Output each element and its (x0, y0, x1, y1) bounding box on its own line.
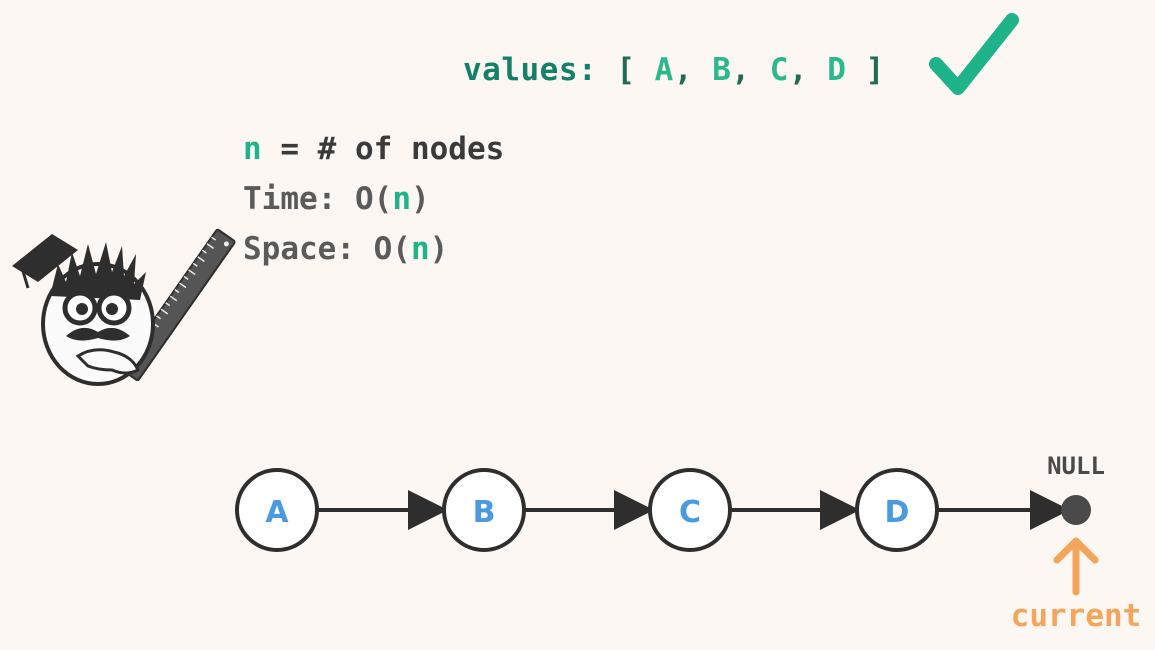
null-dot (1061, 495, 1091, 525)
values-item-b: B (712, 52, 732, 88)
node-a-label: A (265, 495, 289, 530)
time-prefix: Time: O( (243, 181, 393, 217)
current-pointer-label: current (1011, 598, 1142, 634)
values-label: values: (463, 52, 598, 88)
values-item-d: D (827, 52, 847, 88)
space-complexity-line: Space: O(n) (243, 224, 504, 274)
null-label: NULL (1047, 452, 1105, 480)
node-b-label: B (473, 495, 496, 530)
values-array-line: values: [ A, B, C, D ] (463, 52, 885, 88)
node-c: C (648, 468, 732, 552)
close-bracket: ] (865, 52, 885, 88)
time-suffix: ) (410, 181, 430, 217)
space-var: n (410, 231, 430, 267)
time-var: n (392, 181, 411, 217)
time-complexity-line: Time: O(n) (243, 174, 504, 224)
node-c-label: C (679, 495, 701, 530)
n-symbol: n (243, 131, 262, 167)
node-d: D (855, 468, 939, 552)
open-bracket: [ (616, 52, 636, 88)
n-definition: = # of nodes (261, 131, 505, 167)
checkmark-icon (929, 13, 1019, 95)
space-prefix: Space: O( (243, 231, 411, 267)
values-item-c: C (769, 52, 789, 88)
node-a: A (235, 468, 319, 552)
current-pointer-arrow (1053, 537, 1099, 596)
values-item-a: A (654, 52, 674, 88)
node-d-label: D (885, 495, 910, 530)
space-suffix: ) (429, 231, 449, 267)
n-definition-line: n = # of nodes (243, 124, 504, 174)
node-b: B (442, 468, 526, 552)
professor-with-ruler-icon (12, 228, 236, 386)
